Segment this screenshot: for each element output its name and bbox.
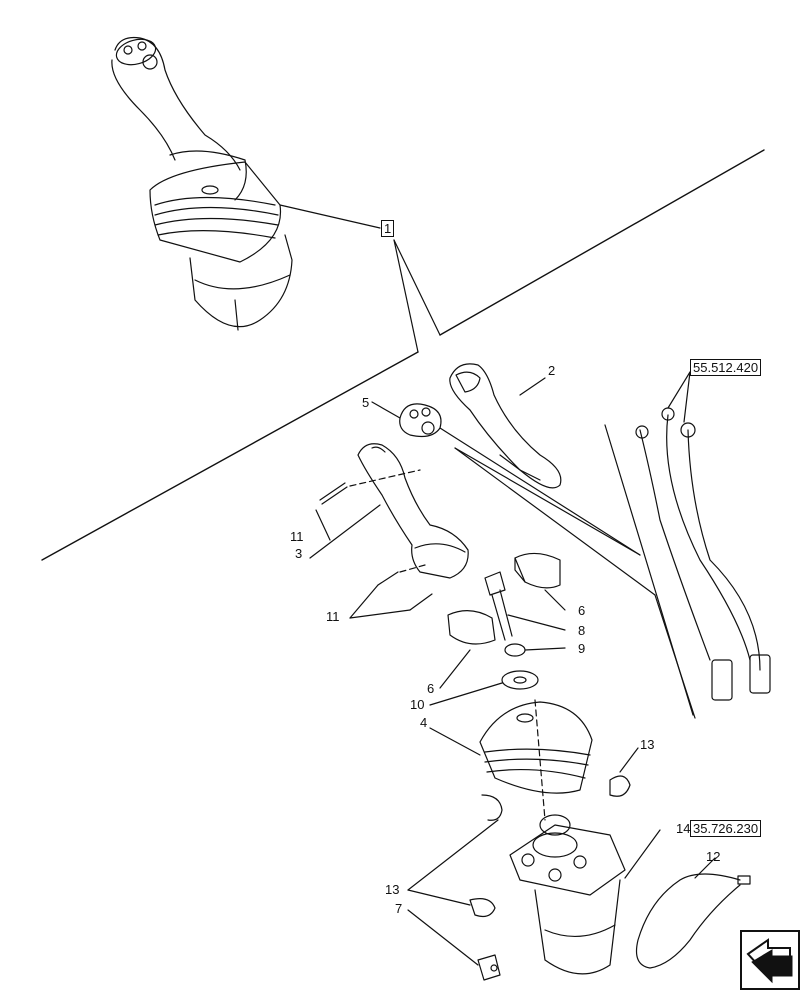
part-9-nut	[504, 643, 566, 657]
callout-7: 7	[395, 901, 403, 916]
part-3-grip-shell	[309, 443, 469, 579]
part-12-loop-harness	[635, 857, 751, 969]
section-divider-lines	[41, 149, 765, 561]
part-11-screws	[315, 469, 433, 619]
callout-11-upper: 11	[290, 529, 304, 544]
callout-5-leader	[454, 447, 641, 556]
callout-13-left: 13	[385, 882, 400, 897]
part-13-clamps	[407, 747, 639, 918]
callout-9: 9	[578, 641, 586, 656]
part-5-button-plate	[371, 401, 641, 556]
callout-4: 4	[420, 715, 428, 730]
part-10-washer	[429, 670, 539, 706]
callout-12: 12	[706, 849, 721, 864]
callout-connector-2	[654, 594, 696, 719]
base-reference-box[interactable]: 35.726.230	[690, 820, 762, 837]
part-7-switch	[407, 909, 501, 981]
part-6-blocks	[439, 552, 566, 689]
callout-1-box: 1	[381, 220, 395, 237]
part-14-valve-base	[509, 814, 661, 975]
page-turn-arrow-glyph	[746, 938, 793, 984]
callout-6-upper: 6	[578, 603, 586, 618]
callout-13-right: 13	[640, 737, 655, 752]
callout-1-leaders	[279, 204, 441, 353]
callout-3: 3	[295, 546, 303, 561]
part-4-rubber-boot	[429, 699, 593, 821]
callout-5: 5	[362, 395, 370, 410]
callout-10: 10	[410, 697, 425, 712]
callout-8: 8	[578, 623, 586, 638]
assembled-joystick	[111, 36, 293, 331]
harness-reference-box[interactable]: 55.512.420	[690, 359, 762, 376]
callout-11-lower: 11	[326, 609, 340, 624]
callout-14: 14	[676, 821, 691, 836]
callout-2: 2	[548, 363, 556, 378]
callout-6-lower: 6	[427, 681, 435, 696]
part-8-pin	[484, 571, 566, 641]
wiring-harness-assembly	[604, 371, 771, 716]
part-2-grip-shell	[449, 363, 562, 489]
callout-connector	[454, 447, 656, 596]
page-turn-arrow-icon[interactable]	[740, 930, 800, 990]
